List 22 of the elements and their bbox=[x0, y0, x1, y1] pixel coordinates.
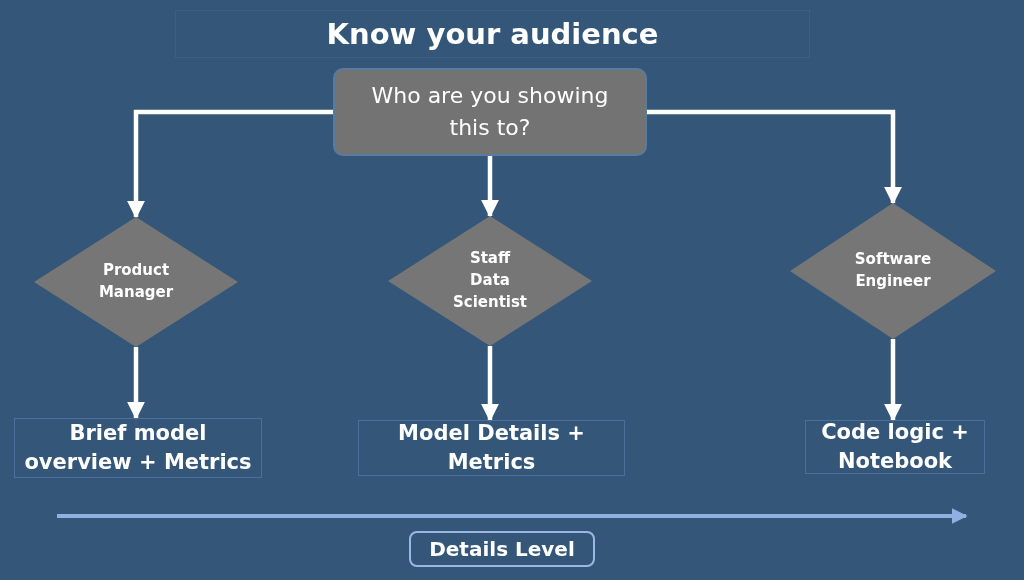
decision-diamond bbox=[388, 216, 592, 346]
title: Know your audience bbox=[175, 10, 810, 58]
arrow bbox=[481, 346, 499, 422]
node-text: Who are you showing this to? bbox=[370, 82, 610, 142]
decision-diamond bbox=[34, 217, 238, 347]
role-label: Staff Data Scientist bbox=[451, 248, 529, 313]
arrow bbox=[884, 339, 902, 422]
question-box bbox=[333, 68, 647, 156]
arrow bbox=[127, 109, 333, 219]
node-text: Code logic + Notebook bbox=[820, 418, 970, 475]
node-text: Model Details + Metrics bbox=[397, 419, 586, 476]
role-label: Product Manager bbox=[97, 260, 175, 303]
axis-label: Details Level bbox=[429, 537, 575, 561]
arrow bbox=[127, 347, 145, 420]
arrow bbox=[481, 156, 499, 218]
role-label: Software Engineer bbox=[853, 249, 933, 292]
outcome-box bbox=[358, 420, 625, 476]
decision-diamond bbox=[790, 203, 996, 339]
arrow bbox=[647, 109, 902, 205]
node-text: Brief model overview + Metrics bbox=[23, 419, 253, 476]
outcome-box bbox=[805, 420, 985, 474]
level-box bbox=[409, 531, 595, 567]
